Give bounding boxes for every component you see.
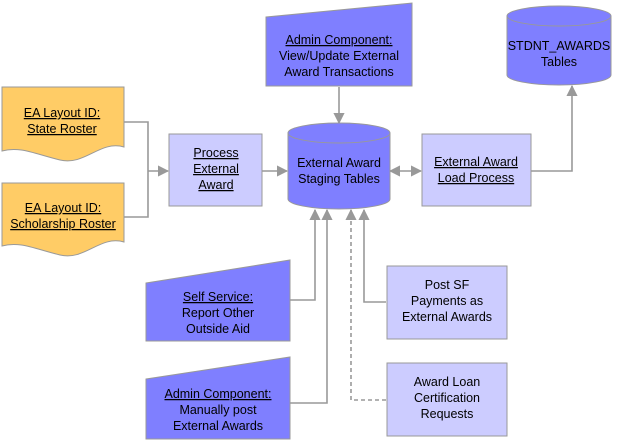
self-service-title: Self Service:: [183, 290, 253, 304]
stdnt-line-1: STDNT_AWARDS: [508, 39, 611, 53]
award-loan-box: [386, 362, 508, 437]
cylinder-body: [287, 133, 391, 210]
self-service-line-2: Outside Aid: [186, 322, 250, 336]
load-line-1: External Award: [434, 155, 518, 169]
cylinder-top: [287, 122, 391, 144]
ea-scholar-title: EA Layout ID:: [25, 201, 101, 215]
process-line-3: Award: [198, 178, 233, 192]
connector-scholarship-roster: [124, 171, 149, 218]
admin-manual-title: Admin Component:: [164, 387, 271, 401]
stdnt-awards-tables[interactable]: STDNT_AWARDS Tables: [506, 5, 612, 86]
external-award-staging-tables[interactable]: External Award Staging Tables: [287, 122, 391, 210]
load-process-box: [421, 133, 532, 207]
connector-admin-manual: [290, 208, 333, 404]
self-service-line-1: Report Other: [182, 306, 254, 320]
cylinder-body: [506, 16, 612, 86]
connector-state-roster: [124, 121, 149, 171]
document-shape: [1, 182, 125, 257]
ea-layout-scholarship-roster[interactable]: EA Layout ID: Scholarship Roster: [1, 182, 125, 257]
post-sf-line-2: Payments as: [411, 294, 483, 308]
admin-view-title: Admin Component:: [285, 33, 392, 47]
process-line-2: External: [193, 162, 239, 176]
process-line-1: Process: [193, 146, 238, 160]
admin-view-line-2: Award Transactions: [284, 65, 394, 79]
post-sf-line-3: External Awards: [402, 310, 492, 324]
document-shape: [1, 86, 125, 162]
ea-layout-state-roster[interactable]: EA Layout ID: State Roster: [1, 86, 125, 162]
award-loan-certification-requests[interactable]: Award Loan Certification Requests: [386, 362, 508, 437]
ea-state-title: EA Layout ID:: [24, 106, 100, 120]
admin-manual-line-1: Manually post: [179, 403, 257, 417]
staging-line-2: Staging Tables: [298, 172, 380, 186]
post-sf-box: [386, 265, 508, 340]
post-sf-payments[interactable]: Post SF Payments as External Awards: [386, 265, 508, 340]
award-loan-line-1: Award Loan: [414, 375, 481, 389]
manual-input-shape: [145, 356, 291, 440]
ea-state-sub: State Roster: [27, 122, 96, 136]
load-line-2: Load Process: [438, 171, 514, 185]
cylinder-top: [506, 5, 612, 27]
admin-view-line-1: View/Update External: [279, 49, 399, 63]
self-service-report-outside-aid[interactable]: Self Service: Report Other Outside Aid: [145, 259, 291, 342]
connector-award-loan: [345, 208, 386, 401]
staging-line-1: External Award: [297, 156, 381, 170]
external-award-load-process[interactable]: External Award Load Process: [421, 133, 532, 207]
stdnt-line-2: Tables: [541, 55, 577, 69]
connector-post-sf: [358, 208, 386, 303]
connector-self-service: [290, 208, 321, 301]
connectors: [124, 84, 578, 404]
admin-manual-line-2: External Awards: [173, 419, 263, 433]
post-sf-line-1: Post SF: [425, 278, 470, 292]
process-external-award[interactable]: Process External Award: [168, 133, 263, 207]
manual-input-shape: [265, 2, 413, 87]
award-loan-line-2: Certification: [414, 391, 480, 405]
admin-component-manual-post[interactable]: Admin Component: Manually post External …: [145, 356, 291, 440]
ea-scholar-sub: Scholarship Roster: [10, 217, 116, 231]
connector-load-to-stdnt: [531, 84, 578, 172]
process-box: [168, 133, 263, 207]
admin-component-view-update[interactable]: Admin Component: View/Update External Aw…: [265, 2, 413, 87]
award-loan-line-3: Requests: [421, 407, 474, 421]
manual-input-shape: [145, 259, 291, 342]
